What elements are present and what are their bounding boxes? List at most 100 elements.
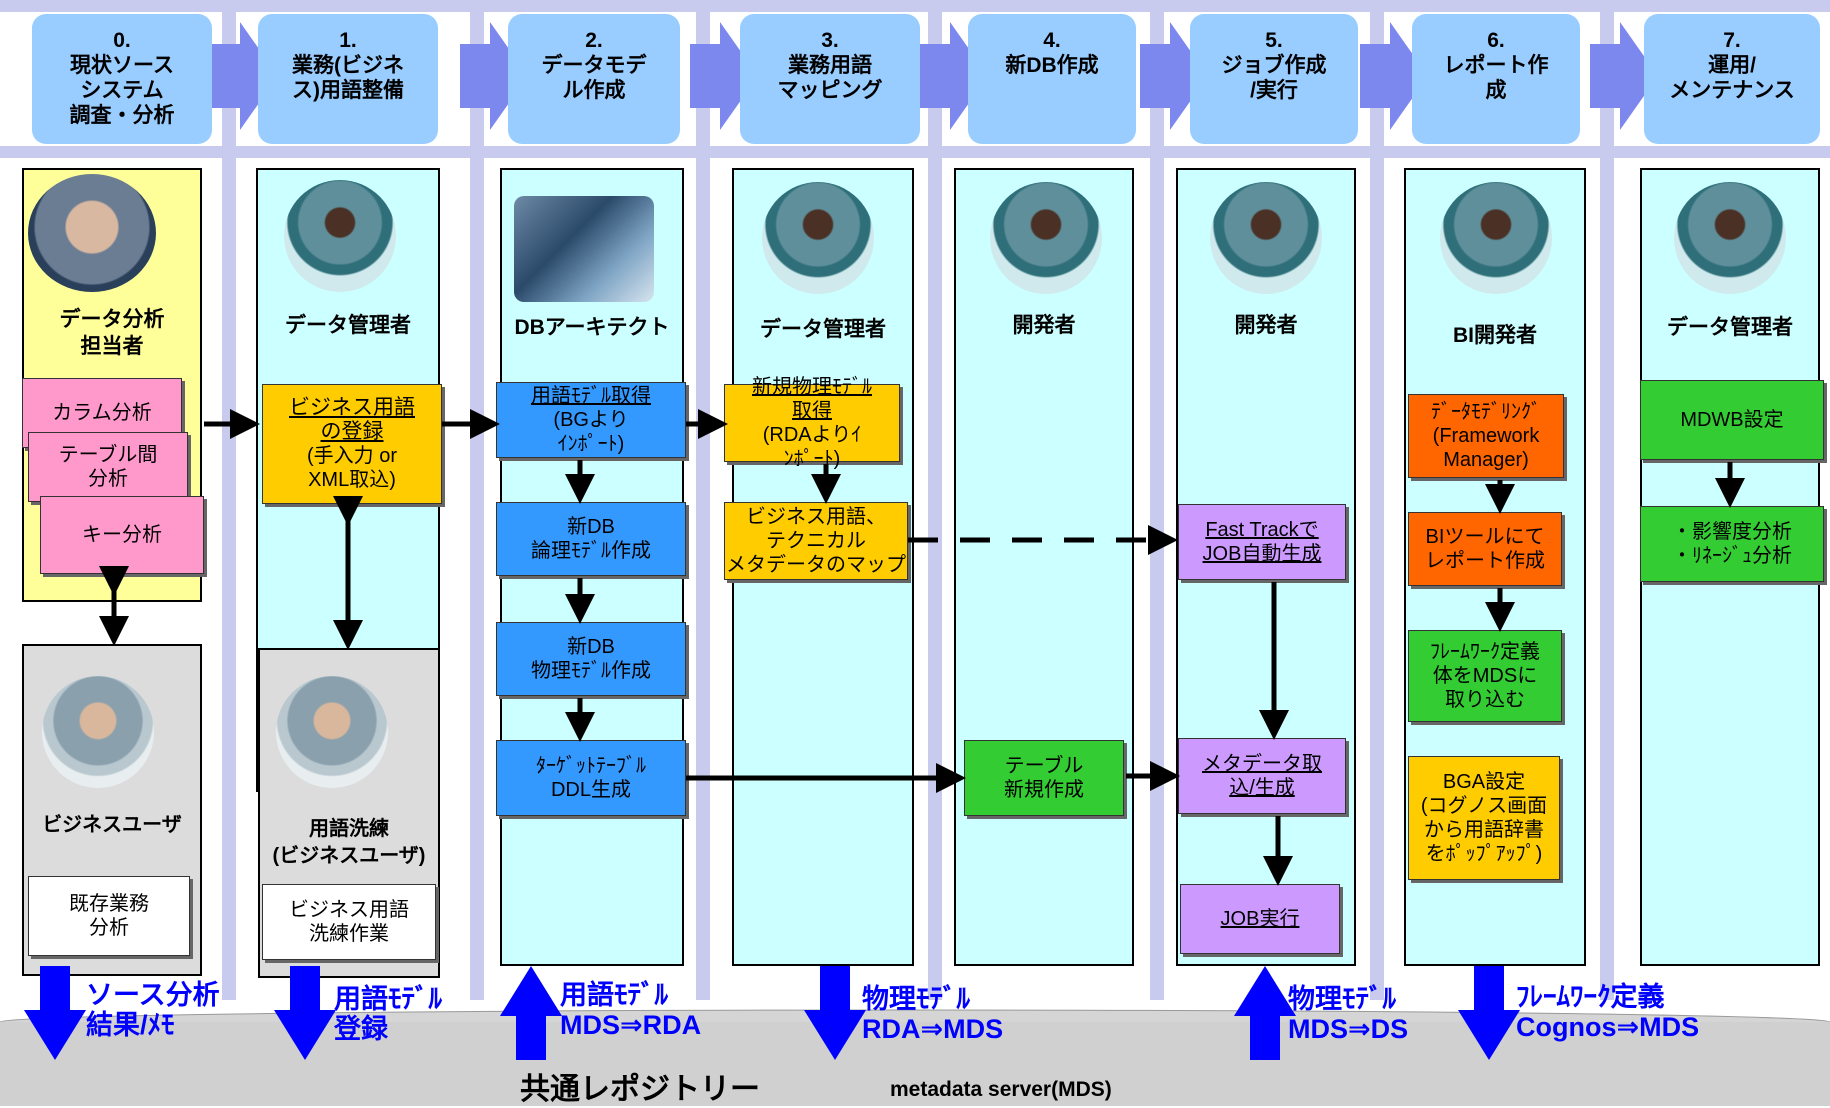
note-fasttrack: Fast Trackで JOB自動生成 [1178, 504, 1346, 580]
chevron-connector [920, 44, 950, 108]
step-title: データモデ ル作成 [541, 54, 647, 102]
bi-developer-avatar-icon [1440, 182, 1552, 294]
mds-label: 物理ﾓﾃﾞﾙ RDA⇒MDS [862, 984, 1004, 1044]
separator-line [928, 0, 942, 1000]
note-title: 用語ﾓﾃﾞﾙ取得 [531, 385, 651, 407]
step-title: ジョブ作成 /実行 [1221, 54, 1327, 102]
step-4: 4. 新DB作成 [968, 14, 1136, 144]
mds-label: 用語ﾓﾃﾞﾙ 登録 [334, 984, 442, 1044]
note-text: ﾀｰｹﾞｯﾄﾃｰﾌﾞﾙ DDL生成 [536, 755, 646, 801]
role-label: 用語洗練 (ビジネスユーザ) [272, 818, 426, 867]
mds-label: ﾌﾚｰﾑﾜｰｸ定義 Cognos⇒MDS [1516, 982, 1700, 1042]
note-text: テーブル 新規作成 [1004, 755, 1084, 801]
note-key-analysis: キー分析 [40, 496, 204, 574]
chevron-connector [690, 44, 720, 108]
chevron-connector [1140, 44, 1170, 108]
step-number: 5. [1265, 29, 1283, 52]
step-6: 6. レポート作 成 [1412, 14, 1580, 144]
repository-server: metadata server(MDS) [890, 1078, 1112, 1101]
note-text: テーブル間 分析 [58, 444, 158, 490]
note-data-modeling: ﾃﾞｰﾀﾓﾃﾞﾘﾝｸﾞ (Framework Manager) [1408, 394, 1564, 478]
note-new-physical-model: 新規物理ﾓﾃﾞﾙ 取得 (RDAよりｲ ﾝﾎﾟｰﾄ) [724, 376, 900, 470]
note-text: ﾌﾚｰﾑﾜｰｸ定義 体をMDSに 取り込む [1430, 641, 1540, 711]
note-text: キー分析 [82, 524, 162, 546]
note-text: MDWB設定 [1680, 409, 1784, 431]
note-title: 新規物理ﾓﾃﾞﾙ 取得 [752, 376, 872, 422]
role-label: ビジネスユーザ [42, 814, 182, 836]
business-user-avatar-icon [42, 676, 154, 788]
note-title: ビジネス用語 の登録 [289, 396, 415, 443]
note-text: ビジネス用語 洗練作業 [289, 899, 409, 945]
step-title: 業務用語 マッピング [777, 54, 883, 102]
data-manager-avatar-icon [1674, 182, 1786, 294]
separator-line [1150, 0, 1164, 1000]
note-text: ・影響度分析 ・ﾘﾈｰｼﾞｭ分析 [1672, 521, 1792, 567]
developer-avatar-icon [990, 182, 1102, 294]
business-user-avatar-icon [276, 676, 388, 788]
note-mdwb: MDWB設定 [1640, 380, 1824, 460]
note-text: ﾃﾞｰﾀﾓﾃﾞﾘﾝｸﾞ (Framework Manager) [1431, 401, 1541, 471]
step-3: 3. 業務用語 マッピング [740, 14, 920, 144]
data-manager-avatar-icon [284, 180, 396, 292]
note-body: (BGより ｲﾝﾎﾟｰﾄ) [553, 409, 629, 455]
step-title: 新DB作成 [1005, 54, 1099, 77]
note-new-db-logical: 新DB 論理ﾓﾃﾞﾙ作成 [496, 502, 686, 576]
down-arrow-icon [24, 966, 86, 1060]
note-biz-term-refine: ビジネス用語 洗練作業 [262, 884, 436, 960]
down-arrow-icon [804, 966, 866, 1060]
role-label: データ分析 担当者 [59, 308, 165, 358]
role-label: データ管理者 [760, 318, 886, 341]
step-7: 7. 運用/ メンテナンス [1644, 14, 1820, 144]
step-number: 1. [339, 29, 357, 52]
step-number: 3. [821, 29, 839, 52]
note-table-analysis: テーブル間 分析 [28, 432, 188, 502]
note-existing-business: 既存業務 分析 [28, 876, 190, 956]
note-text: Fast Trackで JOB自動生成 [1202, 519, 1322, 565]
note-metadata-import: メタデータ取 込/生成 [1178, 738, 1346, 814]
note-bga: BGA設定 (コグノス画面 から用語辞書 をﾎﾟｯﾌﾟｱｯﾌﾟ) [1408, 756, 1560, 880]
note-text: 既存業務 分析 [69, 893, 149, 939]
note-term-model-get: 用語ﾓﾃﾞﾙ取得 (BGより ｲﾝﾎﾟｰﾄ) [496, 382, 686, 458]
note-biz-term-registration: ビジネス用語 の登録 (手入力 or XML取込) [262, 384, 442, 504]
separator-line [1600, 0, 1614, 1000]
architect-avatar-icon [514, 196, 654, 302]
separator-line [470, 0, 484, 1000]
up-arrow-icon [1234, 966, 1296, 1060]
role-label: DBアーキテクト [514, 316, 670, 339]
note-new-db-physical: 新DB 物理ﾓﾃﾞﾙ作成 [496, 622, 686, 696]
chevron-connector [210, 44, 240, 108]
down-arrow-icon [1458, 966, 1520, 1060]
repository-name: 共通レポジトリー [520, 1073, 760, 1106]
role-label: データ管理者 [1667, 316, 1793, 339]
step-number: 0. [113, 29, 131, 52]
step-1: 1. 業務(ビジネ ス)用語整備 [258, 14, 438, 144]
note-text: ビジネス用語、 テクニカル メタデータのマップ [726, 506, 906, 576]
role-label: BI開発者 [1453, 324, 1537, 347]
step-number: 4. [1043, 29, 1061, 52]
step-title: レポート作 成 [1443, 54, 1549, 102]
mds-label: 用語ﾓﾃﾞﾙ MDS⇒RDA [560, 980, 702, 1040]
note-text: BGA設定 (コグノス画面 から用語辞書 をﾎﾟｯﾌﾟｱｯﾌﾟ) [1420, 771, 1548, 865]
chevron-connector [1360, 44, 1390, 108]
step-2: 2. データモデ ル作成 [508, 14, 680, 144]
analyst-avatar-icon [28, 174, 156, 292]
note-text: カラム分析 [52, 402, 152, 424]
chevron-connector [1590, 44, 1620, 108]
down-arrow-icon [274, 966, 336, 1060]
up-arrow-icon [500, 966, 562, 1060]
note-table-new: テーブル 新規作成 [964, 740, 1124, 816]
separator-line [222, 0, 236, 1000]
note-job-run: JOB実行 [1180, 884, 1340, 954]
mds-label: 物理ﾓﾃﾞﾙ MDS⇒DS [1288, 984, 1409, 1044]
note-text: 新DB 論理ﾓﾃﾞﾙ作成 [531, 516, 651, 562]
step-0: 0. 現状ソース システム 調査・分析 [32, 14, 212, 144]
step-title: 業務(ビジネ ス)用語整備 [292, 54, 404, 102]
note-bi-report: BIツールにて レポート作成 [1408, 512, 1562, 586]
separator-line [1370, 0, 1384, 1000]
note-biz-tech-map: ビジネス用語、 テクニカル メタデータのマップ [724, 502, 908, 580]
step-5: 5. ジョブ作成 /実行 [1190, 14, 1358, 144]
role-label: 開発者 [1012, 314, 1076, 337]
note-body: (RDAよりｲ ﾝﾎﾟｰﾄ) [762, 424, 862, 470]
role-label: データ管理者 [285, 314, 411, 337]
